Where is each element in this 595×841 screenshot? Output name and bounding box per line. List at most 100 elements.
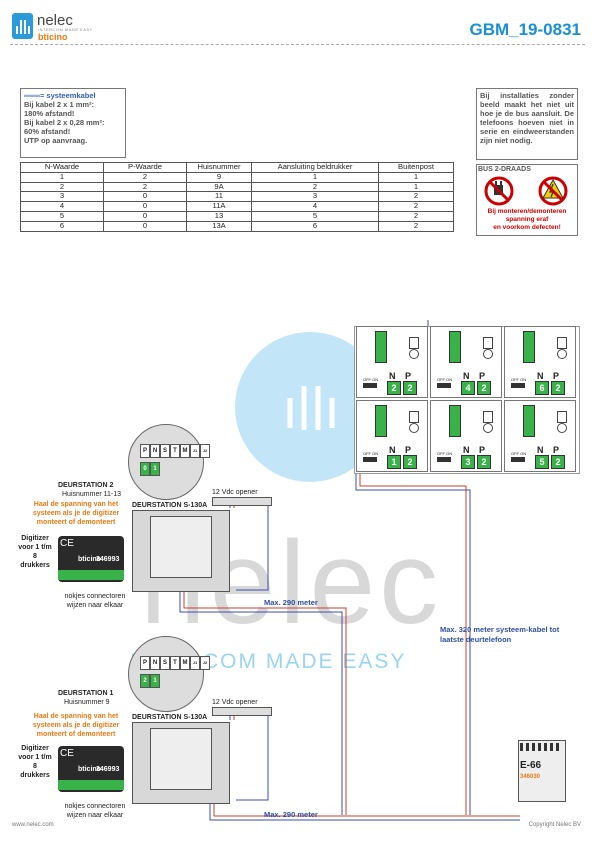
handset-button-icon bbox=[409, 349, 419, 359]
handset-button-icon bbox=[483, 349, 493, 359]
station1-opener-label: 12 Vdc opener bbox=[212, 699, 258, 706]
header-divider bbox=[10, 44, 585, 45]
video-note: Bij installaties zonder beeld maakt het … bbox=[476, 88, 578, 160]
handset-p-label: P bbox=[479, 445, 486, 455]
power-supply-code: 346030 bbox=[520, 774, 541, 780]
station1-warning: Haal de spanning van het systeem als je … bbox=[32, 713, 120, 738]
dip-label: N bbox=[150, 444, 160, 458]
handset-jack-icon bbox=[483, 411, 493, 423]
bus-warning-line: spanning eraf bbox=[505, 216, 549, 223]
power-supply-model: E-66 bbox=[520, 760, 542, 771]
cable-note-line: Bij kabel 2 x 0,28 mm²: bbox=[24, 118, 105, 127]
handset-switch[interactable] bbox=[437, 457, 451, 462]
handset-n-value: 2 bbox=[387, 381, 401, 395]
digitizer-code-2: 346993 bbox=[96, 556, 120, 563]
handset-n-value: 5 bbox=[535, 455, 549, 469]
nelec-logo-icon bbox=[12, 13, 33, 39]
handset-terminal bbox=[449, 405, 461, 437]
dip-label: J2 bbox=[200, 656, 210, 670]
bus-warning-title: BUS 2-DRAADS bbox=[478, 166, 531, 173]
handset-terminal bbox=[523, 405, 535, 437]
door-opener-2 bbox=[212, 497, 272, 506]
distance-290-bottom: Max. 290 meter bbox=[264, 810, 318, 819]
handset-n-label: N bbox=[463, 371, 470, 381]
bticino-mini-logo: bticino bbox=[78, 766, 101, 773]
dip-value-n: 1 bbox=[150, 674, 160, 688]
station1-model: DEURSTATION S-130A bbox=[132, 714, 208, 721]
dip-label: T bbox=[170, 444, 180, 458]
handset-p-label: P bbox=[553, 445, 560, 455]
ce-mark-icon: CE bbox=[60, 538, 74, 549]
brand-name: nelec bbox=[37, 12, 73, 29]
handset-p-value: 2 bbox=[403, 381, 417, 395]
connector-note-2: nokjes connectoren wijzen naar elkaar bbox=[64, 593, 126, 609]
connector-note-1: nokjes connectoren wijzen naar elkaar bbox=[64, 803, 126, 819]
dip-value-p: 0 bbox=[140, 462, 150, 476]
bus-warning-box bbox=[476, 164, 578, 236]
handset-n-value: 1 bbox=[387, 455, 401, 469]
handset-switch[interactable] bbox=[511, 383, 525, 388]
door-station-1-pcb bbox=[150, 728, 212, 790]
station2-house: Huisnummer 11-13 bbox=[62, 491, 122, 498]
handset-button-icon bbox=[557, 423, 567, 433]
handset-tile: OFF ON N P 6 2 bbox=[504, 326, 576, 398]
handset-jack-icon bbox=[409, 337, 419, 349]
table-cell: 2 bbox=[378, 220, 454, 232]
handset-p-label: P bbox=[553, 371, 560, 381]
handset-switch-label: OFF ON bbox=[363, 451, 379, 456]
handset-jack-icon bbox=[557, 337, 567, 349]
dip-label: J1 bbox=[190, 444, 200, 458]
bus-warning-text: Bij monteren/demonteren spanning eraf en… bbox=[476, 208, 578, 232]
digitizer-label-1: Digitizer voor 1 t/m 8 drukkers bbox=[18, 745, 52, 779]
handset-n-value: 4 bbox=[461, 381, 475, 395]
distance-320: Max. 320 meter systeem-kabel tot laatste… bbox=[440, 625, 560, 644]
handset-p-value: 2 bbox=[477, 455, 491, 469]
handset-switch[interactable] bbox=[363, 383, 377, 388]
dip-label: T bbox=[170, 656, 180, 670]
bus-warning-line: en voorkom defecten! bbox=[493, 224, 561, 231]
handset-n-label: N bbox=[537, 371, 544, 381]
digitizer-label-2: Digitizer voor 1 t/m 8 drukkers bbox=[18, 535, 52, 569]
handset-n-value: 3 bbox=[461, 455, 475, 469]
brand-tagline: INTERCOM MADE EASY bbox=[38, 27, 93, 32]
handset-p-value: 2 bbox=[477, 381, 491, 395]
handset-jack-icon bbox=[483, 337, 493, 349]
dip-label: P bbox=[140, 444, 150, 458]
handset-button-icon bbox=[409, 423, 419, 433]
watermark-logo-icon bbox=[287, 386, 335, 430]
no-plug-icon bbox=[484, 176, 514, 206]
power-supply-terminals bbox=[520, 743, 562, 751]
digitizer-terminal-2 bbox=[58, 570, 124, 580]
handset-switch-label: OFF ON bbox=[511, 451, 527, 456]
footer-copyright: Copyright Nelec BV bbox=[528, 822, 581, 828]
no-voltage-icon bbox=[538, 176, 568, 206]
handset-switch-label: OFF ON bbox=[437, 377, 453, 382]
handset-tile: OFF ON N P 4 2 bbox=[430, 326, 502, 398]
distance-290-top: Max. 290 meter bbox=[264, 598, 318, 607]
handset-switch[interactable] bbox=[363, 457, 377, 462]
handset-tile: OFF ON N P 3 2 bbox=[430, 400, 502, 472]
handset-tile: OFF ON N P 2 2 bbox=[356, 326, 428, 398]
dip-label: M bbox=[180, 444, 190, 458]
dip-label: S bbox=[160, 656, 170, 670]
handset-switch-label: OFF ON bbox=[437, 451, 453, 456]
handset-button-icon bbox=[483, 423, 493, 433]
handset-n-label: N bbox=[463, 445, 470, 455]
bticino-mini-logo: bticino bbox=[78, 556, 101, 563]
dip-label: P bbox=[140, 656, 150, 670]
station2-title: DEURSTATION 2 bbox=[58, 482, 114, 489]
station1-title: DEURSTATION 1 bbox=[58, 690, 114, 697]
cable-note-line: 180% afstand! bbox=[24, 109, 75, 118]
cable-note-line: UTP op aanvraag. bbox=[24, 136, 88, 145]
dip-label: J2 bbox=[200, 444, 210, 458]
door-opener-1 bbox=[212, 707, 272, 716]
handset-switch-label: OFF ON bbox=[511, 377, 527, 382]
handset-jack-icon bbox=[409, 411, 419, 423]
bus-warning-line: Bij monteren/demonteren bbox=[487, 208, 567, 215]
handset-switch[interactable] bbox=[437, 383, 451, 388]
handset-button-icon bbox=[557, 349, 567, 359]
handset-switch[interactable] bbox=[511, 457, 525, 462]
handset-terminal bbox=[375, 331, 387, 363]
handset-terminal bbox=[375, 405, 387, 437]
